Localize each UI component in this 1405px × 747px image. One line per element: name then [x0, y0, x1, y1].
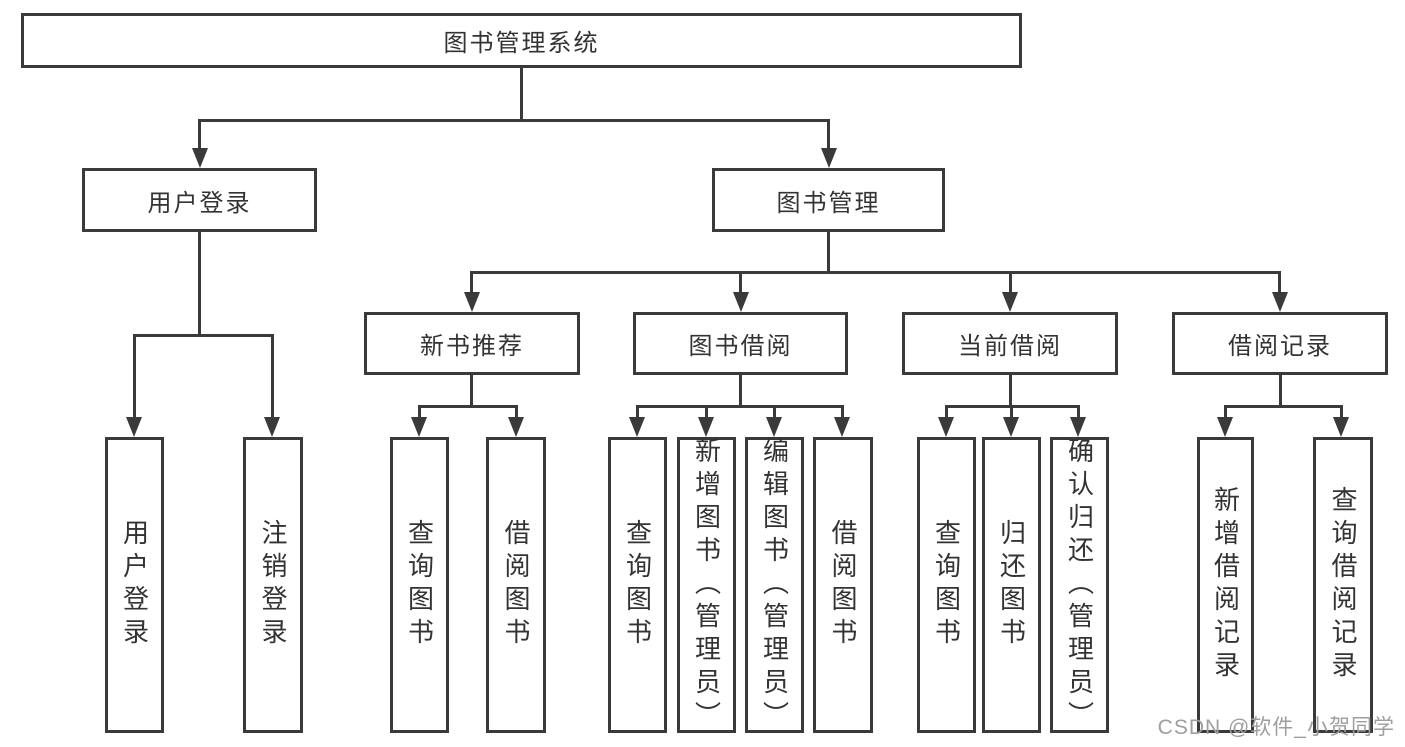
- node-borrowing-records: 借阅记录: [1172, 312, 1388, 375]
- connector-drop-leaf: [1224, 405, 1227, 419]
- connector-borrowing-records-stem: [1279, 375, 1282, 408]
- connector-drop-leaf: [945, 405, 948, 419]
- connector-root-stem: [520, 68, 523, 120]
- leaf-confirm-return-admin-label: 确认归还（管理员）: [1064, 436, 1095, 734]
- leaf-add-borrow-record: 新增借阅记录: [1197, 437, 1254, 733]
- connector-book-borrowing-stem: [739, 375, 742, 408]
- node-book-management: 图书管理: [712, 168, 945, 232]
- leaf-borrow-books-1-label: 借阅图书: [501, 519, 531, 651]
- leaf-return-books: 归还图书: [982, 437, 1041, 733]
- connector-current-borrowing-stem: [1009, 375, 1012, 408]
- connector-drop-leaf: [515, 405, 518, 419]
- leaf-add-borrow-record-label: 新增借阅记录: [1210, 486, 1241, 684]
- leaf-edit-books-admin-label: 编辑图书（管理员）: [759, 436, 790, 734]
- connector-drop-user-login: [198, 119, 201, 150]
- arrowhead-down-icon: [834, 417, 850, 437]
- connector-drop-book-borrowing: [739, 271, 742, 294]
- leaf-confirm-return-admin: 确认归还（管理员）: [1050, 436, 1109, 734]
- connector-book-management-stem: [827, 232, 830, 273]
- node-root-label: 图书管理系统: [443, 30, 600, 57]
- node-new-book-recommend: 新书推荐: [364, 312, 580, 375]
- connector-drop-leaf: [1010, 405, 1013, 419]
- connector-user-login-stem: [198, 232, 201, 336]
- leaf-query-books-2-label: 查询图书: [622, 519, 653, 651]
- arrowhead-down-icon: [1003, 417, 1019, 437]
- connector-drop-book-management: [827, 119, 830, 150]
- arrowhead-down-icon: [766, 417, 782, 437]
- arrowhead-down-icon: [1272, 292, 1288, 312]
- connector-drop-leaf: [841, 405, 844, 419]
- connector-new-book-recommend-stem: [470, 375, 473, 408]
- arrowhead-down-icon: [192, 148, 208, 168]
- connector-drop-leaf-user-login: [133, 334, 136, 419]
- leaf-borrow-books-1: 借阅图书: [486, 437, 546, 733]
- connector-book-management-crossbar: [471, 271, 1281, 274]
- leaf-query-books-1-label: 查询图书: [404, 519, 435, 651]
- leaf-add-books-admin: 新增图书（管理员）: [677, 436, 736, 734]
- leaf-edit-books-admin: 编辑图书（管理员）: [745, 436, 804, 734]
- arrowhead-down-icon: [464, 292, 480, 312]
- arrowhead-down-icon: [264, 417, 280, 437]
- csdn-watermark: CSDN @软件_小贺同学: [1157, 716, 1395, 739]
- arrowhead-down-icon: [126, 417, 142, 437]
- leaf-user-login: 用户登录: [105, 437, 164, 733]
- connector-drop-leaf: [1340, 405, 1343, 419]
- leaf-borrow-books-2: 借阅图书: [813, 437, 873, 733]
- connector-drop-new-book-recommend: [470, 271, 473, 294]
- leaf-logout: 注销登录: [243, 437, 303, 733]
- connector-drop-current-borrowing: [1009, 271, 1012, 294]
- connector-drop-borrowing-records: [1278, 271, 1281, 294]
- node-book-borrowing: 图书借阅: [633, 312, 848, 375]
- arrowhead-down-icon: [629, 417, 645, 437]
- arrowhead-down-icon: [821, 148, 837, 168]
- arrowhead-down-icon: [508, 417, 524, 437]
- leaf-add-books-admin-label: 新增图书（管理员）: [691, 436, 722, 734]
- leaf-user-login-label: 用户登录: [119, 519, 150, 651]
- arrowhead-down-icon: [733, 292, 749, 312]
- connector-drop-leaf-logout: [271, 334, 274, 419]
- connector-drop-leaf: [1077, 405, 1080, 419]
- node-book-management-label: 图书管理: [776, 189, 881, 217]
- connector-new-book-recommend-crossbar: [418, 405, 518, 408]
- leaf-query-borrow-record-label: 查询借阅记录: [1328, 486, 1358, 684]
- node-library-management-system: 图书管理系统: [21, 13, 1022, 68]
- arrowhead-down-icon: [1217, 417, 1233, 437]
- connector-root-crossbar: [198, 119, 830, 122]
- leaf-query-books-2: 查询图书: [608, 437, 667, 733]
- arrowhead-down-icon: [698, 417, 714, 437]
- connector-borrowing-records-crossbar: [1224, 405, 1343, 408]
- connector-user-login-crossbar: [133, 334, 274, 337]
- leaf-logout-label: 注销登录: [258, 519, 288, 651]
- arrowhead-down-icon: [938, 417, 954, 437]
- leaf-query-books-3-label: 查询图书: [931, 519, 962, 651]
- leaf-query-books-3: 查询图书: [917, 437, 976, 733]
- connector-drop-leaf: [418, 405, 421, 419]
- node-current-borrowing: 当前借阅: [902, 312, 1118, 375]
- node-new-book-recommend-label: 新书推荐: [420, 333, 524, 360]
- node-user-login: 用户登录: [82, 168, 317, 232]
- node-user-login-label: 用户登录: [147, 189, 252, 217]
- node-book-borrowing-label: 图书借阅: [688, 333, 793, 360]
- arrowhead-down-icon: [411, 417, 427, 437]
- connector-book-borrowing-crossbar: [636, 405, 844, 408]
- arrowhead-down-icon: [1333, 417, 1349, 437]
- leaf-borrow-books-2-label: 借阅图书: [828, 519, 858, 651]
- leaf-query-books-1: 查询图书: [390, 437, 449, 733]
- leaf-query-borrow-record: 查询借阅记录: [1313, 437, 1373, 733]
- connector-drop-leaf: [705, 405, 708, 419]
- arrowhead-down-icon: [1002, 292, 1018, 312]
- node-borrowing-records-label: 借阅记录: [1228, 333, 1332, 360]
- arrowhead-down-icon: [1070, 417, 1086, 437]
- node-current-borrowing-label: 当前借阅: [958, 333, 1062, 360]
- connector-drop-leaf: [773, 405, 776, 419]
- leaf-return-books-label: 归还图书: [996, 519, 1027, 651]
- connector-drop-leaf: [636, 405, 639, 419]
